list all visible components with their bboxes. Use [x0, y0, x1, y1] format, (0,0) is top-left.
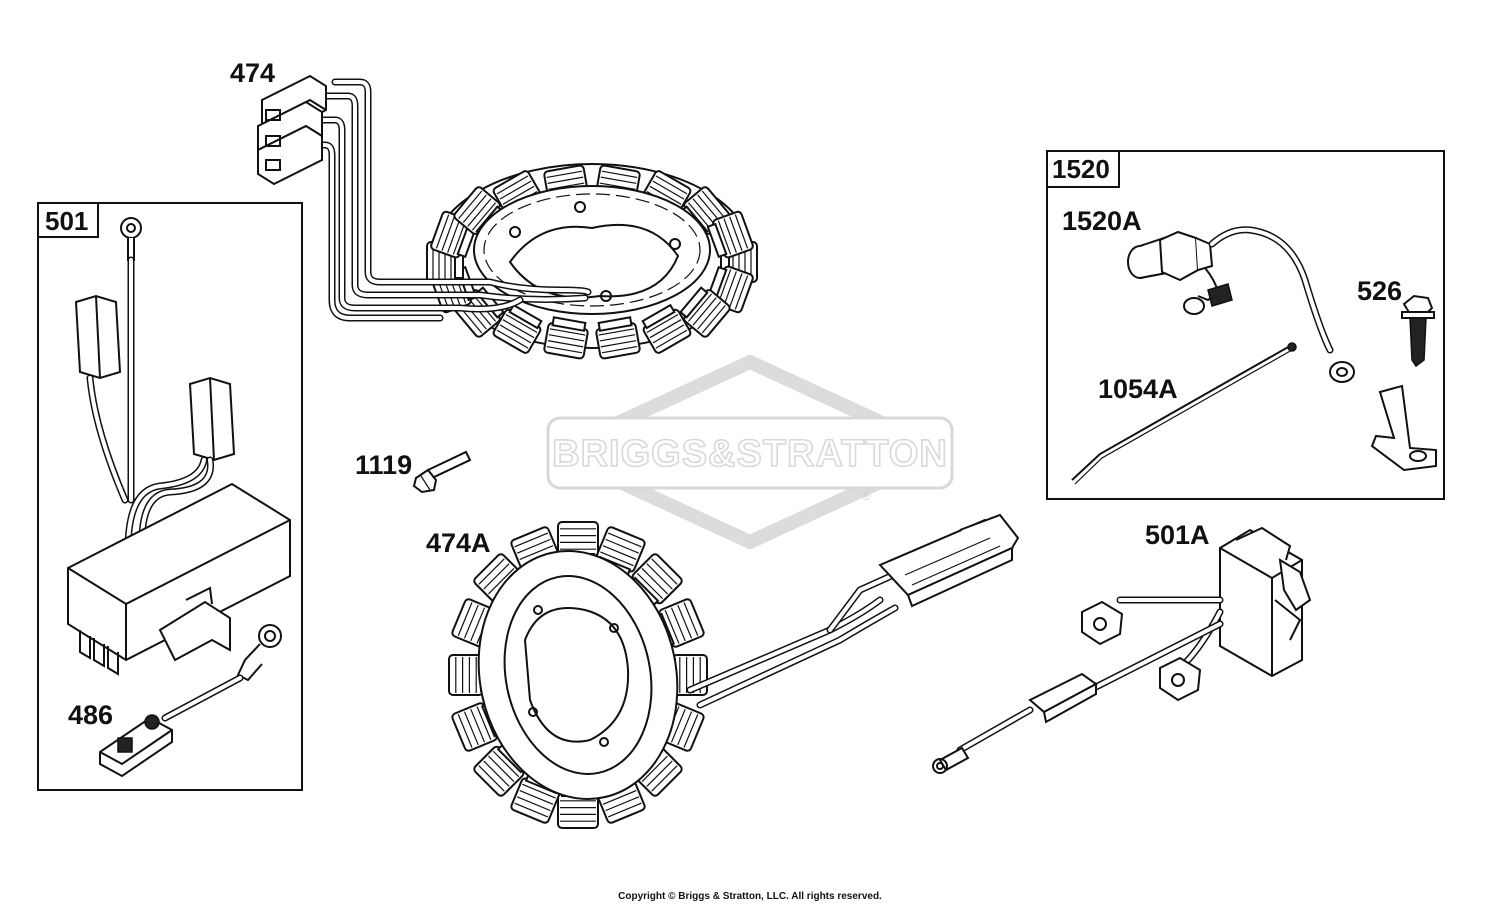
stator-474-coil: [492, 303, 543, 354]
label-526: 526: [1357, 276, 1402, 306]
watermark-text: BRIGGS&STRATTON: [552, 433, 948, 475]
label-1520: 1520: [1052, 154, 1110, 184]
part-1520-tag: [1046, 150, 1120, 188]
stator-474-coil: [679, 286, 731, 338]
connector-474: [257, 74, 327, 186]
label-1520A: 1520A: [1062, 206, 1142, 236]
part-1520-frame: [1046, 150, 1445, 500]
part-1520A-sensor: [1127, 226, 1355, 383]
label-501: 501: [45, 206, 88, 236]
part-1119-bolt: [412, 450, 472, 494]
label-1054A: 1054A: [1098, 374, 1178, 404]
briggs-stratton-watermark: BRIGGS&STRATTON ®: [546, 355, 954, 549]
part-501A-regulator: [932, 526, 1312, 774]
label-501A: 501A: [1145, 520, 1210, 550]
connector-474A: [878, 513, 1020, 608]
watermark-registered-mark: ®: [862, 489, 871, 503]
label-474: 474: [230, 58, 275, 88]
part-501-tag: [37, 202, 99, 238]
label-474A: 474A: [426, 528, 491, 558]
part-474A-stator: [448, 513, 1020, 829]
part-526-bolt: [1370, 294, 1437, 472]
part-501-regulator: [67, 217, 291, 778]
part-1054A-cable-tie: [1071, 342, 1297, 485]
stator-474-coil: [706, 210, 754, 259]
label-1119: 1119: [355, 450, 412, 480]
part-501-frame: [37, 202, 303, 791]
part-474-stator: [257, 74, 758, 360]
stator-474-coil: [641, 303, 692, 354]
label-486: 486: [68, 700, 113, 730]
copyright-footer: Copyright © Briggs & Stratton, LLC. All …: [618, 891, 882, 902]
stator-474-coil: [595, 316, 641, 360]
stator-474-coil: [543, 316, 589, 360]
